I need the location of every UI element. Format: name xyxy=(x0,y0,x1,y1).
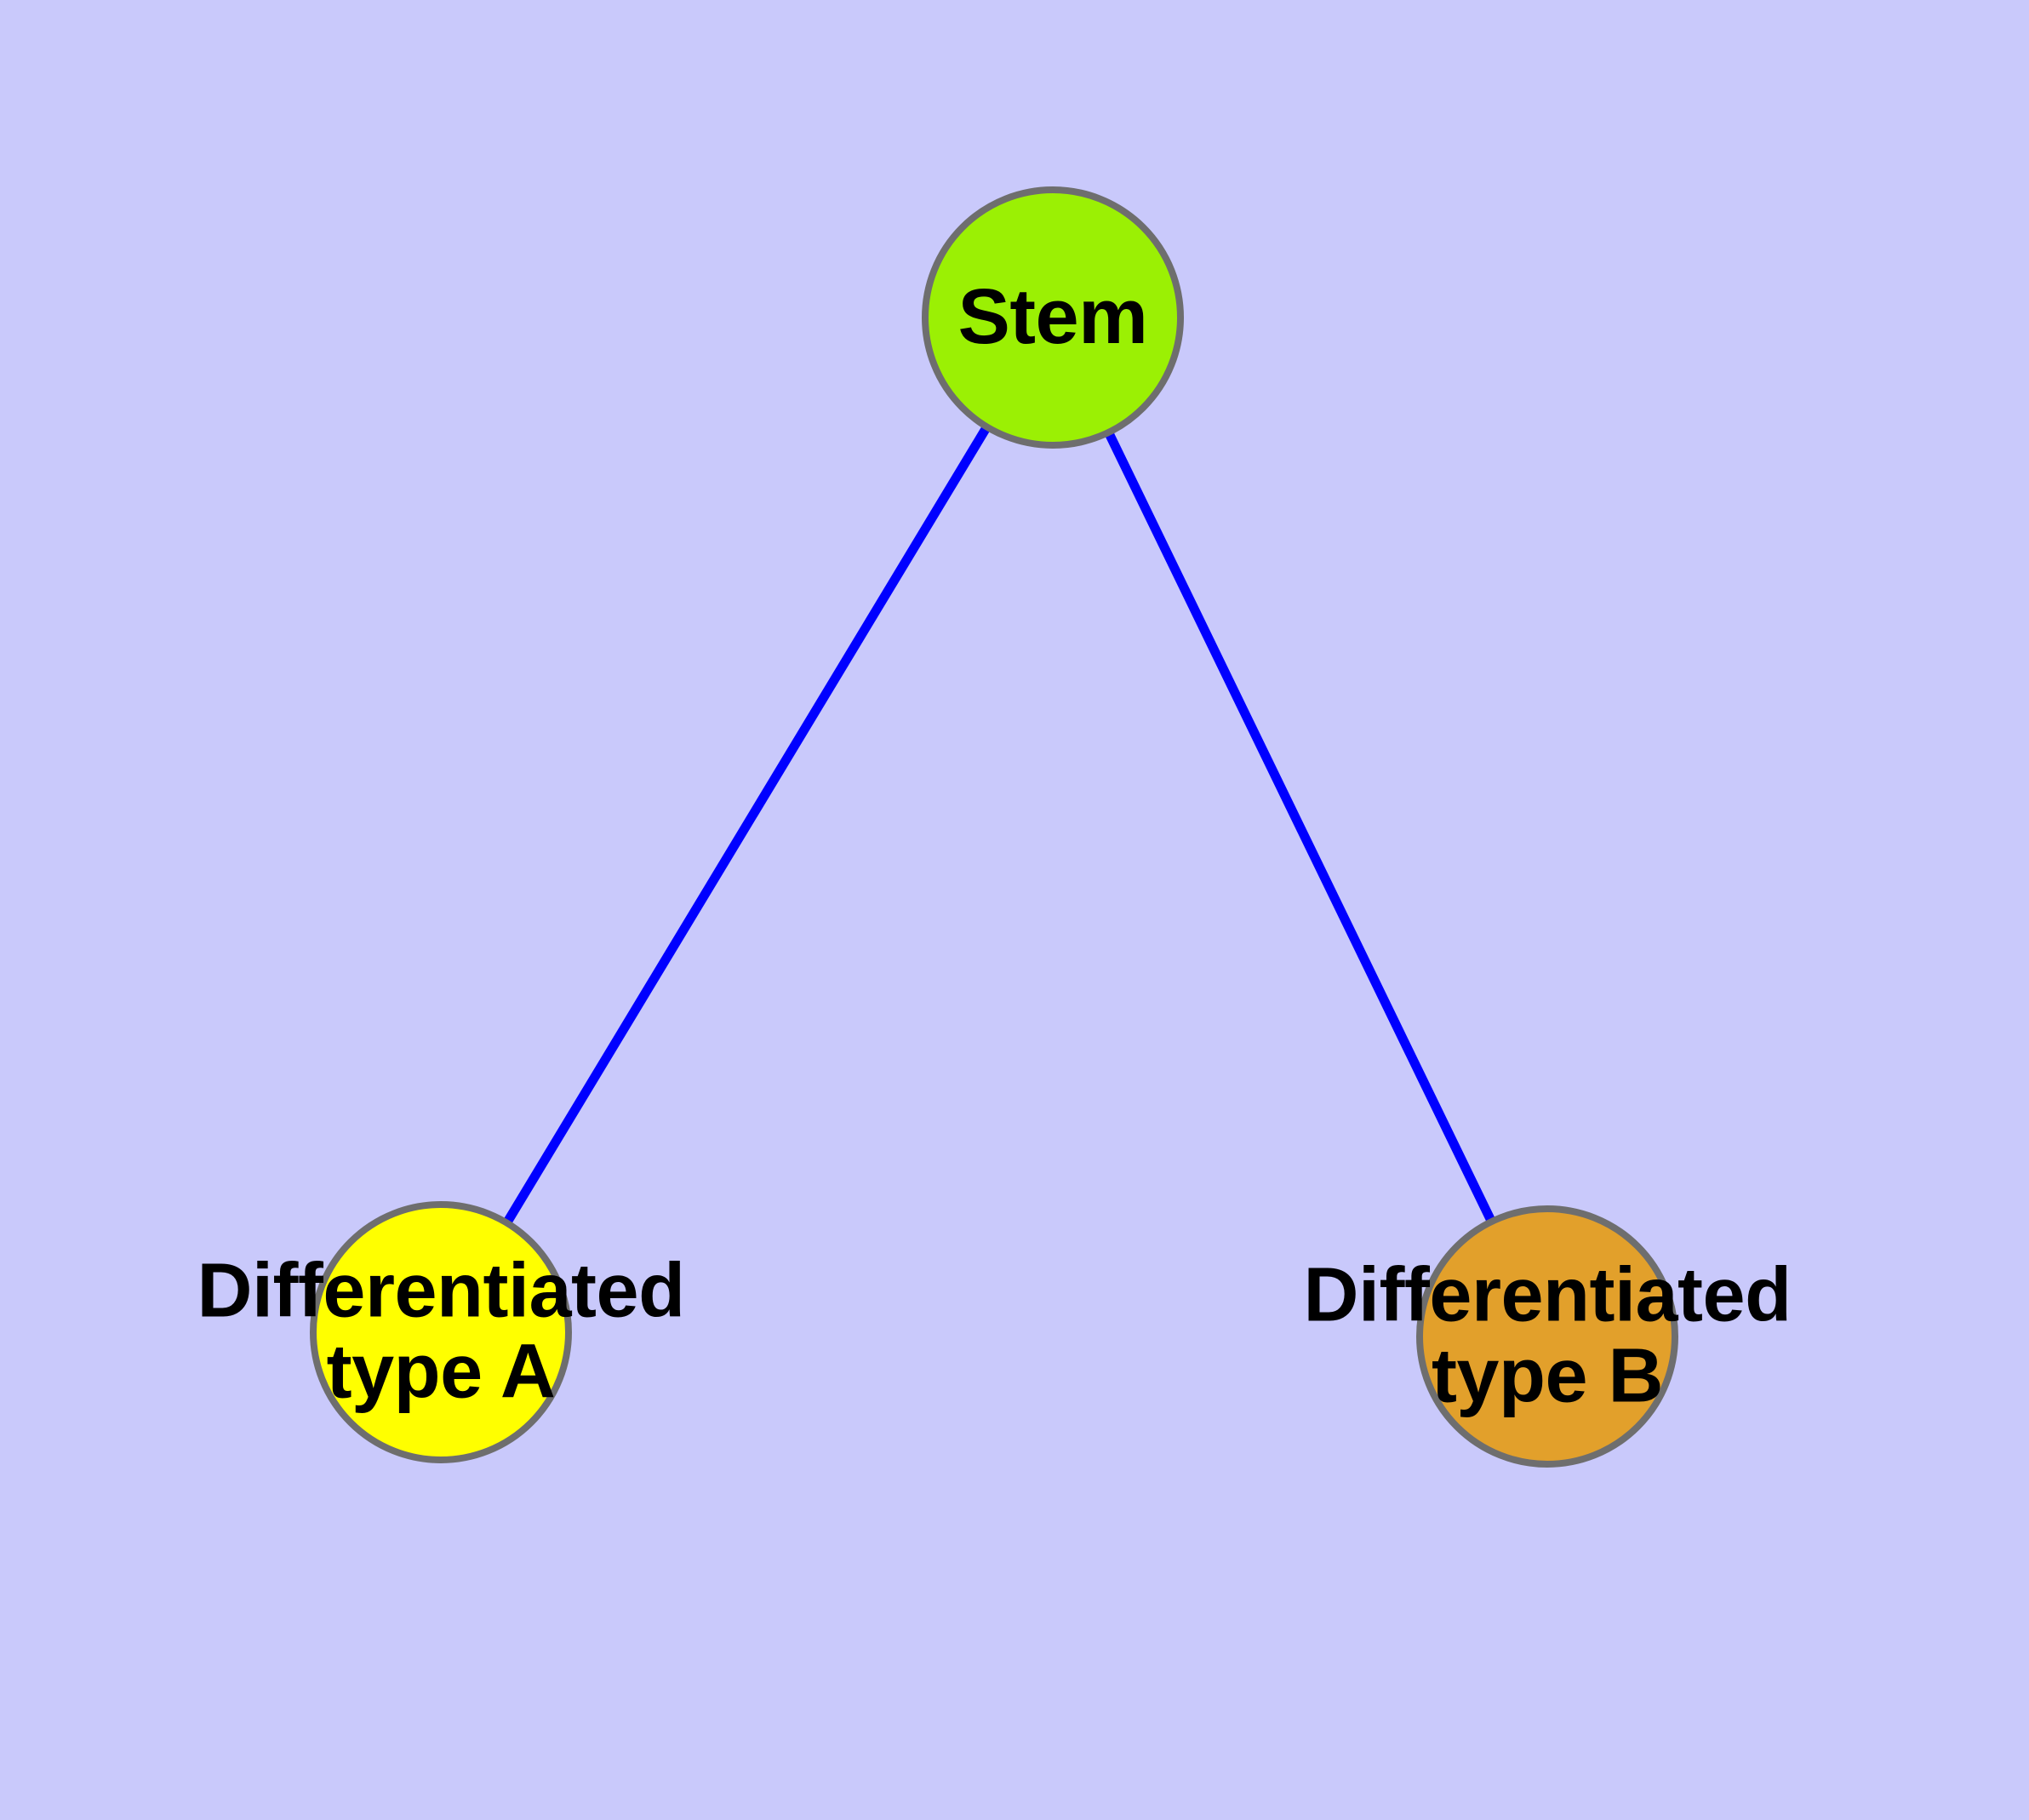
node-differentiated-type-b[interactable] xyxy=(1416,1205,1678,1468)
edge-stem-to-differentiated-type-a xyxy=(437,315,1057,1335)
node-stem[interactable] xyxy=(922,186,1184,449)
edges-group xyxy=(437,315,1552,1339)
node-differentiated-type-a[interactable] xyxy=(310,1201,572,1463)
edge-stem-to-differentiated-type-b xyxy=(1049,315,1552,1339)
nodes-group xyxy=(310,186,1678,1468)
